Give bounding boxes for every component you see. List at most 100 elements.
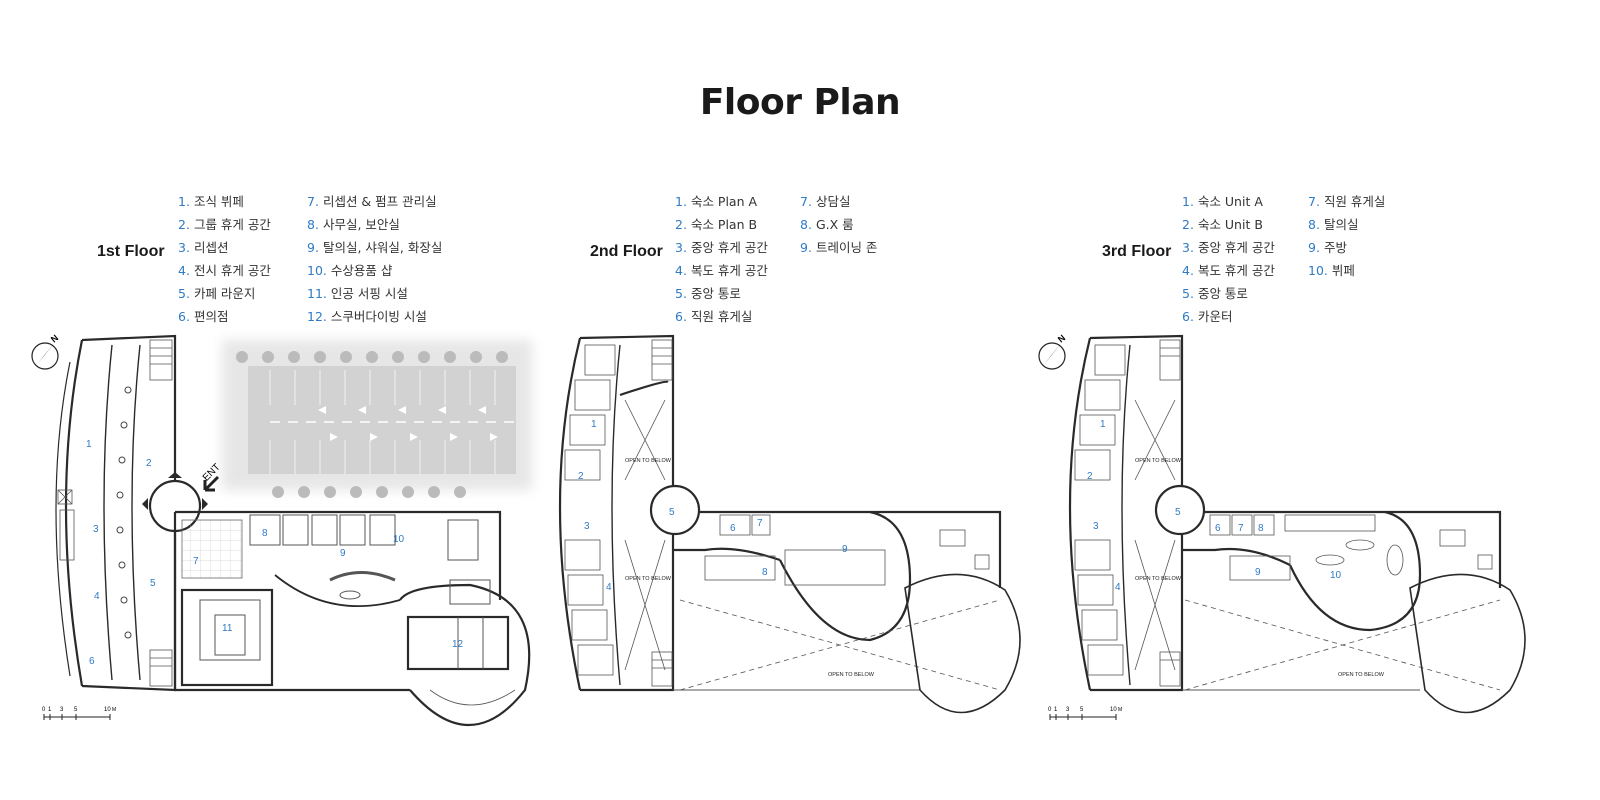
- room-label: 1: [1100, 419, 1106, 430]
- room-label: 6: [89, 656, 95, 667]
- legend-item: 7.상담실: [800, 190, 877, 213]
- room-label: 6: [1215, 523, 1221, 534]
- legend-number: 4.: [1182, 263, 1194, 278]
- legend-text: 리셉션 & 펌프 관리실: [322, 194, 437, 209]
- legend-text: 사무실, 보안실: [322, 217, 400, 232]
- legend-item: 1.숙소 Plan A: [675, 190, 768, 213]
- legend-number: 3.: [675, 240, 687, 255]
- legend-item: 1.조식 뷔페: [178, 190, 271, 213]
- legend-item: 3.리셉션: [178, 236, 271, 259]
- legend-item: 2.숙소 Plan B: [675, 213, 768, 236]
- legend-text: 탈의실, 샤워실, 화장실: [322, 240, 443, 255]
- legend-text: 복도 휴게 공간: [690, 263, 768, 278]
- legend-text: 복도 휴게 공간: [1197, 263, 1275, 278]
- room-label: 8: [1258, 523, 1264, 534]
- room-label: 10: [1330, 570, 1342, 581]
- scale-unit: M: [1118, 707, 1122, 713]
- legend-item: 4.복도 휴게 공간: [1182, 259, 1275, 282]
- legend-number: 5.: [675, 286, 687, 301]
- legend-number: 12.: [307, 309, 327, 324]
- room-label: 8: [262, 528, 268, 539]
- void-label: OPEN TO BELOW: [1135, 576, 1182, 582]
- legend-item: 8.사무실, 보안실: [307, 213, 442, 236]
- scale-bar-1: 0 1 3 5 10 M: [42, 707, 116, 720]
- north-label: N: [1056, 333, 1067, 345]
- legend-text: 인공 서핑 시설: [330, 286, 408, 301]
- legend-text: 뷔페: [1331, 263, 1355, 278]
- room-label: 7: [757, 518, 763, 529]
- legend-number: 1.: [178, 194, 190, 209]
- legend-text: 편의점: [193, 309, 229, 324]
- room-label: 1: [86, 439, 92, 450]
- scale-tick: 1: [48, 707, 52, 713]
- legend-item: 1.숙소 Unit A: [1182, 190, 1275, 213]
- legend-text: 스쿠버다이빙 시설: [330, 309, 427, 324]
- legend-text: 숙소 Unit A: [1197, 194, 1263, 209]
- legend-number: 4.: [178, 263, 190, 278]
- room-label: 12: [452, 639, 464, 650]
- legend-item: 12.스쿠버다이빙 시설: [307, 305, 442, 328]
- void-label: OPEN TO BELOW: [1338, 672, 1385, 678]
- room-label: 3: [584, 521, 590, 532]
- legend-item: 4.복도 휴게 공간: [675, 259, 768, 282]
- room-label: 5: [669, 507, 675, 518]
- plan-3rd-floor: N OPEN TO BELO: [1038, 333, 1526, 720]
- legend-item: 3.중앙 휴게 공간: [675, 236, 768, 259]
- plan-2nd-floor: OPEN TO BELOW OPEN TO BELOW OPEN TO BELO…: [558, 334, 1021, 714]
- legend-number: 4.: [675, 263, 687, 278]
- legend-number: 6.: [178, 309, 190, 324]
- legend-text: G.X 룸: [815, 217, 854, 232]
- legend-item: 11.인공 서핑 시설: [307, 282, 442, 305]
- legend-number: 8.: [307, 217, 319, 232]
- legend-number: 3.: [1182, 240, 1194, 255]
- plan-1st-floor: N: [31, 333, 532, 726]
- room-label: 2: [578, 471, 584, 482]
- legend-number: 5.: [1182, 286, 1194, 301]
- legend-item: 6.카운터: [1182, 305, 1275, 328]
- legend-item: 7.직원 휴게실: [1308, 190, 1385, 213]
- legend-text: 숙소 Plan B: [690, 217, 758, 232]
- legend-text: 숙소 Plan A: [690, 194, 758, 209]
- floor-label-1: 1st Floor: [97, 243, 165, 260]
- void-label: OPEN TO BELOW: [1135, 458, 1182, 464]
- scale-unit: M: [112, 707, 116, 713]
- room-label: 9: [842, 544, 848, 555]
- room-label: 2: [146, 458, 152, 469]
- page-title: Floor Plan: [699, 82, 901, 123]
- room-label: 9: [1255, 567, 1261, 578]
- floor-label-3: 3rd Floor: [1102, 243, 1172, 260]
- void-label: OPEN TO BELOW: [828, 672, 875, 678]
- parking-lot: [222, 340, 532, 498]
- legend-item: 5.카페 라운지: [178, 282, 271, 305]
- room-label: 8: [762, 567, 768, 578]
- entrance-label: ENT: [201, 462, 223, 484]
- legend-item: 2.그룹 휴게 공간: [178, 213, 271, 236]
- legend-text: 탈의실: [1323, 217, 1359, 232]
- room-label: 4: [94, 591, 100, 602]
- legend-item: 8.탈의실: [1308, 213, 1385, 236]
- scale-tick: 3: [60, 707, 64, 713]
- legend-number: 2.: [675, 217, 687, 232]
- legend-text: 카페 라운지: [193, 286, 256, 301]
- legend-item: 8.G.X 룸: [800, 213, 877, 236]
- legend-text: 직원 휴게실: [1323, 194, 1386, 209]
- scale-tick: 3: [1066, 707, 1070, 713]
- legend-item: 6.직원 휴게실: [675, 305, 768, 328]
- legend-text: 리셉션: [193, 240, 229, 255]
- scale-tick: 0: [42, 707, 46, 713]
- legend-number: 1.: [675, 194, 687, 209]
- legend-number: 7.: [800, 194, 812, 209]
- legend-number: 9.: [800, 240, 812, 255]
- legend-item: 9.주방: [1308, 236, 1385, 259]
- legend-number: 2.: [178, 217, 190, 232]
- legend-number: 2.: [1182, 217, 1194, 232]
- room-label: 11: [222, 623, 233, 634]
- legend-number: 7.: [307, 194, 319, 209]
- room-label: 9: [340, 548, 346, 559]
- legend-item: 4.전시 휴게 공간: [178, 259, 271, 282]
